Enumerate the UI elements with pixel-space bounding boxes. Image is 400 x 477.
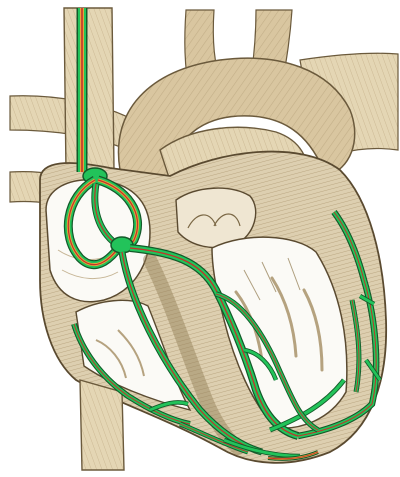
atrioventricular-node (111, 237, 133, 253)
superior-vena-cava (64, 8, 114, 172)
inferior-vena-cava (80, 380, 124, 470)
